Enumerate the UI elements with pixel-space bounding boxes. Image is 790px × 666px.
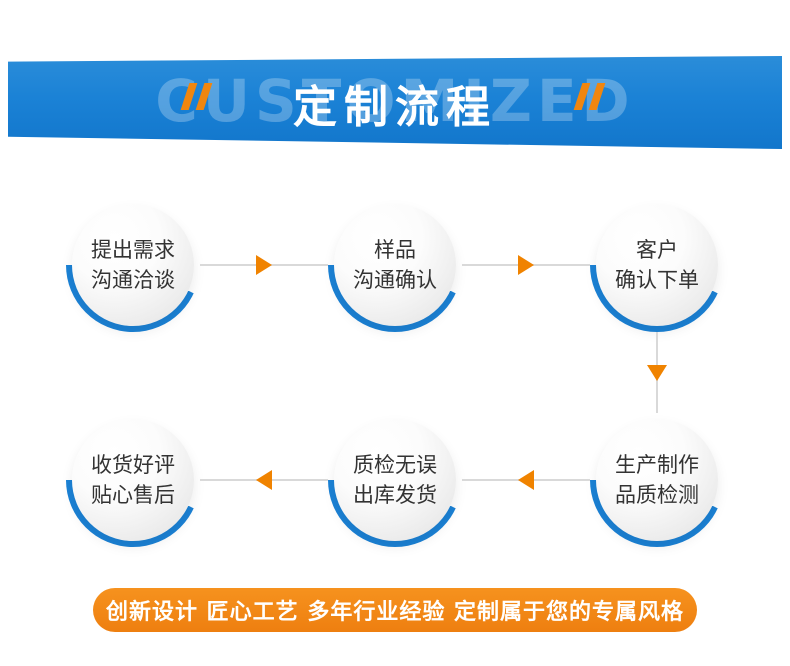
step-sphere: 生产制作 品质检测 <box>596 419 718 541</box>
step-label: 收货好评 <box>91 452 175 477</box>
flow-step-2: 样品 沟通确认 <box>328 198 462 332</box>
step-label: 客户 <box>636 237 678 262</box>
step-label: 沟通洽谈 <box>91 268 175 292</box>
flow-step-3: 客户 确认下单 <box>590 198 724 332</box>
step-label: 质检无误 <box>353 452 437 477</box>
step-sphere: 质检无误 出库发货 <box>334 419 456 541</box>
step-sphere: 收货好评 贴心售后 <box>72 419 194 541</box>
flow-step-5: 质检无误 出库发货 <box>328 413 462 547</box>
footer-slogan: 创新设计 匠心工艺 多年行业经验 定制属于您的专属风格 <box>93 588 697 632</box>
step-label: 贴心售后 <box>91 483 175 507</box>
arrow-left-icon <box>256 470 272 490</box>
flow-step-4: 生产制作 品质检测 <box>590 413 724 547</box>
step-sphere: 样品 沟通确认 <box>334 204 456 326</box>
arrow-right-icon <box>518 255 534 275</box>
watermark-text: CUSTOMIZED <box>155 66 635 135</box>
step-label: 提出需求 <box>91 237 175 262</box>
step-label: 生产制作 <box>615 452 699 477</box>
step-sphere: 提出需求 沟通洽谈 <box>72 204 194 326</box>
step-label: 沟通确认 <box>353 268 437 292</box>
page-title: 定制流程 <box>293 81 497 133</box>
accent-marks-right-icon <box>573 83 606 110</box>
step-label: 品质检测 <box>615 483 699 507</box>
accent-marks-left-icon <box>180 83 213 110</box>
header-banner: CUSTOMIZED 定制流程 <box>8 55 782 150</box>
step-label: 出库发货 <box>353 483 437 507</box>
step-sphere: 客户 确认下单 <box>596 204 718 326</box>
step-label: 确认下单 <box>615 268 699 292</box>
arrow-down-icon <box>647 365 667 381</box>
step-label: 样品 <box>374 237 416 262</box>
arrow-left-icon <box>518 470 534 490</box>
arrow-right-icon <box>256 255 272 275</box>
flow-step-6: 收货好评 贴心售后 <box>66 413 200 547</box>
flow-step-1: 提出需求 沟通洽谈 <box>66 198 200 332</box>
